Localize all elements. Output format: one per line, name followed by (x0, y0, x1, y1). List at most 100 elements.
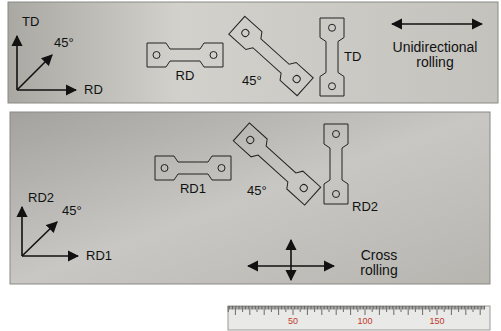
ruler-tick (441, 306, 442, 310)
ruler-tick (379, 306, 380, 315)
ruler-tick (406, 306, 407, 310)
ruler-tick (339, 306, 340, 310)
axis-arrow (17, 55, 52, 90)
ruler-tick (333, 306, 334, 310)
ruler-tick (376, 306, 377, 310)
specimen-outline (155, 156, 231, 180)
metal-sheet (10, 112, 490, 284)
ruler-tick (473, 306, 474, 312)
ruler-tick (331, 306, 332, 310)
ruler-tick (320, 306, 321, 310)
ruler-tick (287, 306, 288, 310)
rolling-arrow (392, 23, 482, 25)
tensile-specimen: TD (318, 16, 374, 100)
ruler-tick (337, 306, 338, 310)
tensile-specimen: 45° (235, 128, 319, 212)
specimen-outline (229, 16, 313, 95)
ruler-tick (437, 306, 438, 315)
ruler-tick (229, 306, 230, 310)
ruler-tick (357, 306, 358, 312)
ruler-tick (281, 306, 282, 310)
ruler-tick (232, 306, 233, 310)
ruler-tick (293, 306, 294, 315)
ruler-tick (419, 306, 420, 310)
ruler-tick (324, 306, 325, 310)
ruler-tick (235, 306, 236, 315)
ruler-tick (461, 306, 462, 310)
ruler-tick (327, 306, 328, 310)
ruler-tick (267, 306, 268, 310)
metal-sheet: Cross rollingRD145°RD2 (10, 112, 490, 284)
ruler-tick (359, 306, 360, 310)
ruler-tick (245, 306, 246, 310)
specimen-label: RD (140, 69, 230, 83)
specimen-outline (147, 43, 223, 67)
ruler-tick (255, 306, 256, 310)
ruler-tick (383, 306, 384, 310)
ruler-tick (415, 306, 416, 312)
ruler-tick (271, 306, 272, 312)
pin-hole (210, 52, 217, 59)
ruler-tick (428, 306, 429, 310)
ruler-tick (284, 306, 285, 310)
ruler-tick (343, 306, 344, 312)
ruler-tick (401, 306, 402, 312)
ruler-tick (262, 306, 263, 310)
ruler-tick (305, 306, 306, 310)
ruler-tick (316, 306, 317, 310)
ruler-tick (310, 306, 311, 310)
ruler-tick (399, 306, 400, 310)
ruler-tick (467, 306, 468, 310)
ruler-tick (288, 306, 289, 310)
ruler-tick (264, 306, 265, 315)
ruler-tick (424, 306, 425, 310)
ruler-tick (311, 306, 312, 310)
ruler-tick (295, 306, 296, 310)
ruler-tick (334, 306, 335, 310)
ruler-tick (465, 306, 466, 315)
pin-hole (161, 165, 168, 172)
ruler-tick (241, 306, 242, 310)
ruler-tick (300, 306, 301, 312)
ruler-tick (421, 306, 422, 310)
ruler-tick (318, 306, 319, 310)
pin-hole (292, 74, 302, 84)
ruler-tick (382, 306, 383, 310)
specimen-label: 45° (247, 184, 267, 198)
ruler-tick (294, 306, 295, 310)
ruler-tick (388, 306, 389, 310)
ruler-tick (265, 306, 266, 310)
axis-arrow (21, 207, 23, 256)
specimen-outline (233, 123, 320, 205)
ruler-tick (370, 306, 371, 310)
ruler-tick (375, 306, 376, 310)
ruler-tick (238, 306, 239, 310)
ruler-tick (352, 306, 353, 310)
ruler-tick (449, 306, 450, 310)
ruler-tick (275, 306, 276, 310)
ruler-tick (411, 306, 412, 310)
ruler-tick (451, 306, 452, 315)
ruler-tick (363, 306, 364, 310)
ruler-tick (233, 306, 234, 310)
ruler-tick (277, 306, 278, 310)
ruler-tick (444, 306, 445, 312)
ruler-tick (249, 306, 250, 315)
ruler-tick (448, 306, 449, 310)
ruler-number: 50 (288, 317, 298, 327)
ruler-tick (251, 306, 252, 310)
ruler-tick (228, 306, 229, 312)
ruler-tick (307, 306, 308, 315)
ruler-tick (254, 306, 255, 310)
tensile-specimen: RD (140, 42, 230, 86)
ruler-tick (242, 306, 243, 312)
ruler-tick (372, 306, 373, 312)
ruler-tick (477, 306, 478, 310)
ruler-tick (471, 306, 472, 310)
ruler-tick (259, 306, 260, 310)
ruler-tick (282, 306, 283, 310)
ruler-tick (239, 306, 240, 310)
ruler-tick (445, 306, 446, 310)
ruler-tick (442, 306, 443, 310)
ruler-tick (261, 306, 262, 310)
